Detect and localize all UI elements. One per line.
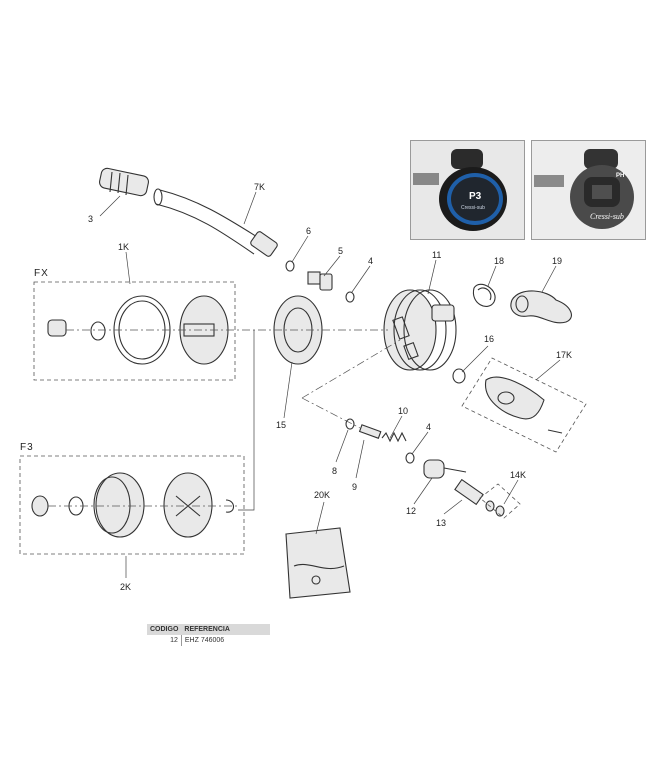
washer-16 <box>452 368 466 384</box>
cell-code: 12 <box>147 635 182 646</box>
label-14k: 14K <box>510 470 526 480</box>
hose-7k <box>153 188 278 257</box>
label-2k: 2K <box>120 582 131 592</box>
label-16: 16 <box>484 334 494 344</box>
header-referencia: REFERENCIA <box>181 624 270 635</box>
label-8: 8 <box>332 466 337 476</box>
reference-table: CODIGO REFERENCIA 12 EHZ 746006 <box>147 624 270 646</box>
label-4b: 4 <box>426 422 431 432</box>
label-9: 9 <box>352 482 357 492</box>
label-10: 10 <box>398 406 408 416</box>
o-ring-8 <box>345 418 355 430</box>
label-6: 6 <box>306 226 311 236</box>
reference-table-header: CODIGO REFERENCIA <box>147 624 270 635</box>
label-7k: 7K <box>254 182 265 192</box>
label-11: 11 <box>432 250 441 260</box>
label-20k: 20K <box>314 490 330 500</box>
table-row: 12 EHZ 746006 <box>147 635 270 646</box>
lever-12 <box>423 459 467 479</box>
label-17k: 17K <box>556 350 572 360</box>
group-label-fx: FX <box>34 268 49 279</box>
o-ring-4b <box>405 452 415 464</box>
group-label-f3: F3 <box>20 442 34 453</box>
ph-badge-text: PH <box>616 173 624 179</box>
cell-reference: EHZ 746006 <box>184 637 225 644</box>
label-18: 18 <box>494 256 504 266</box>
spring-10 <box>381 431 407 443</box>
product-photo-p3: P3 Cressi-sub <box>410 140 525 240</box>
label-13: 13 <box>436 518 446 528</box>
label-3: 3 <box>88 214 93 224</box>
label-1k: 1K <box>118 242 129 252</box>
header-codigo: CODIGO <box>147 624 182 635</box>
second-stage-body-11 <box>383 289 457 371</box>
ph-brand-text: Cressi-sub <box>590 212 624 221</box>
o-ring-4a <box>345 291 355 303</box>
label-19: 19 <box>552 256 562 266</box>
pin-9 <box>358 424 382 439</box>
label-15: 15 <box>276 420 286 430</box>
label-12: 12 <box>406 506 416 516</box>
hose-connector-3 <box>99 167 149 197</box>
nut-14k <box>485 500 505 517</box>
kit-bag-20k <box>285 527 351 599</box>
product-photo-ph: PH Cressi-sub <box>531 140 646 240</box>
nozzle-13 <box>454 478 484 506</box>
adapter-5 <box>307 271 333 291</box>
p3-badge-text: P3 <box>469 191 482 202</box>
exhaust-cover-17k <box>485 376 563 434</box>
f3-group-parts <box>31 472 235 538</box>
label-4a: 4 <box>368 256 373 266</box>
p3-brand-text: Cressi-sub <box>461 205 485 211</box>
o-ring-6 <box>285 260 295 272</box>
clamp-18 <box>472 283 496 307</box>
mouthpiece-19 <box>510 290 572 324</box>
label-5: 5 <box>338 246 343 256</box>
